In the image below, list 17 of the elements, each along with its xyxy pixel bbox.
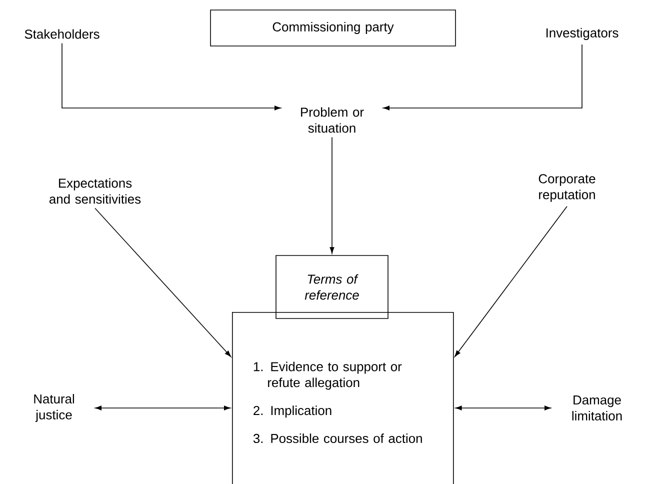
double-arrow <box>455 406 551 410</box>
double-arrow <box>95 406 230 410</box>
text-label: Damage limitation <box>572 396 622 420</box>
text-label: Investigators <box>546 28 618 40</box>
process-box: Commissioning party <box>210 10 456 46</box>
arrow <box>383 44 582 110</box>
arrow <box>62 42 281 110</box>
process-box: 1. Evidence to support or refute allegation 2. Implication 3. Possible courses of action <box>232 312 454 484</box>
text-label: Problem or situation <box>301 107 364 133</box>
text-label: Expectations and sensitivities <box>49 178 141 204</box>
text-label: Stakeholders <box>24 29 100 39</box>
text-label: Corporate reputation <box>538 174 596 202</box>
arrow <box>94 208 232 357</box>
arrow <box>454 206 568 357</box>
text-label: Natural justice <box>34 394 74 422</box>
arrow <box>330 136 334 254</box>
process-box: Terms of reference <box>276 255 388 319</box>
